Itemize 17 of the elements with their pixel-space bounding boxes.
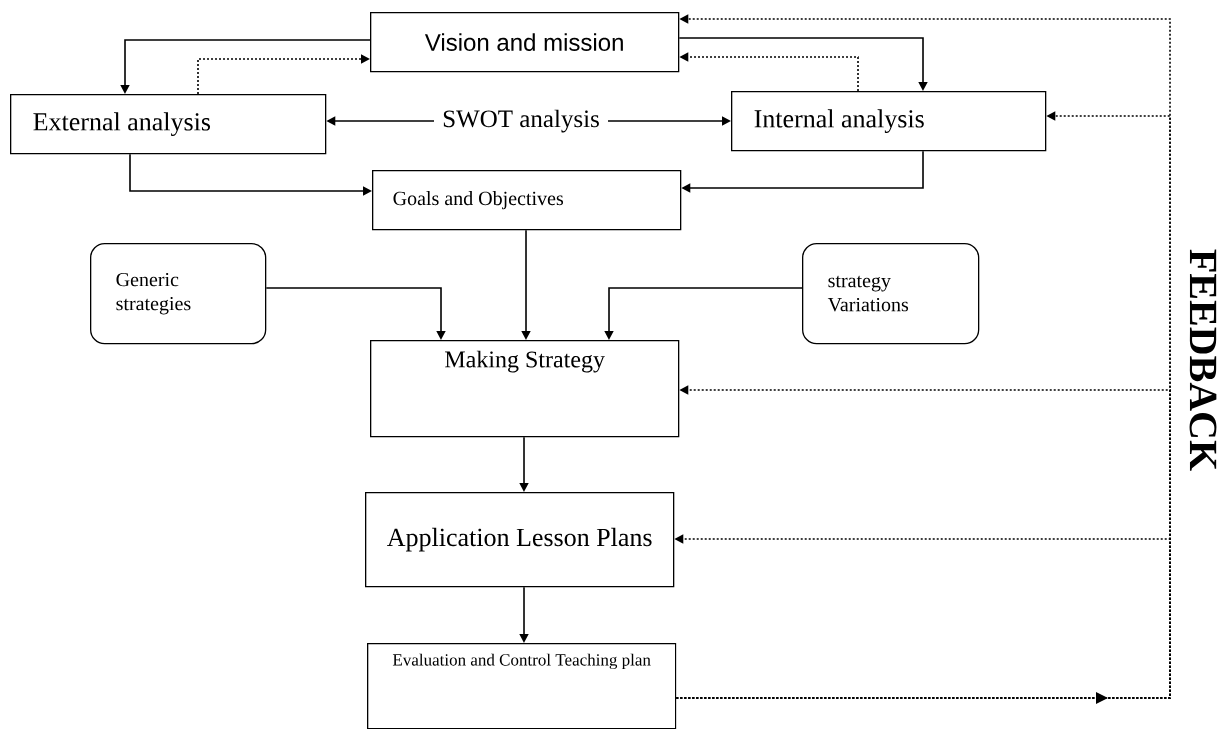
process-box: External analysis — [10, 94, 327, 155]
arrow — [129, 153, 372, 196]
process-box: Evaluation and Control Teaching plan — [367, 643, 677, 729]
arrow — [521, 229, 531, 340]
arrow — [519, 436, 529, 492]
vertical-label: FEEDBACK — [1189, 249, 1217, 471]
rounded-box: strategy Variations — [802, 243, 980, 345]
process-box: Internal analysis — [731, 91, 1047, 152]
arrow — [265, 287, 446, 340]
process-box: Making Strategy — [370, 340, 680, 438]
rounded-box: Generic strategies — [90, 243, 267, 345]
process-box: Vision and mission — [370, 12, 680, 73]
arrow — [197, 54, 370, 95]
process-box: Application Lesson Plans — [365, 492, 675, 588]
arrow — [604, 287, 803, 340]
process-box: Goals and Objectives — [372, 170, 682, 231]
text-label: SWOT analysis — [443, 109, 599, 133]
